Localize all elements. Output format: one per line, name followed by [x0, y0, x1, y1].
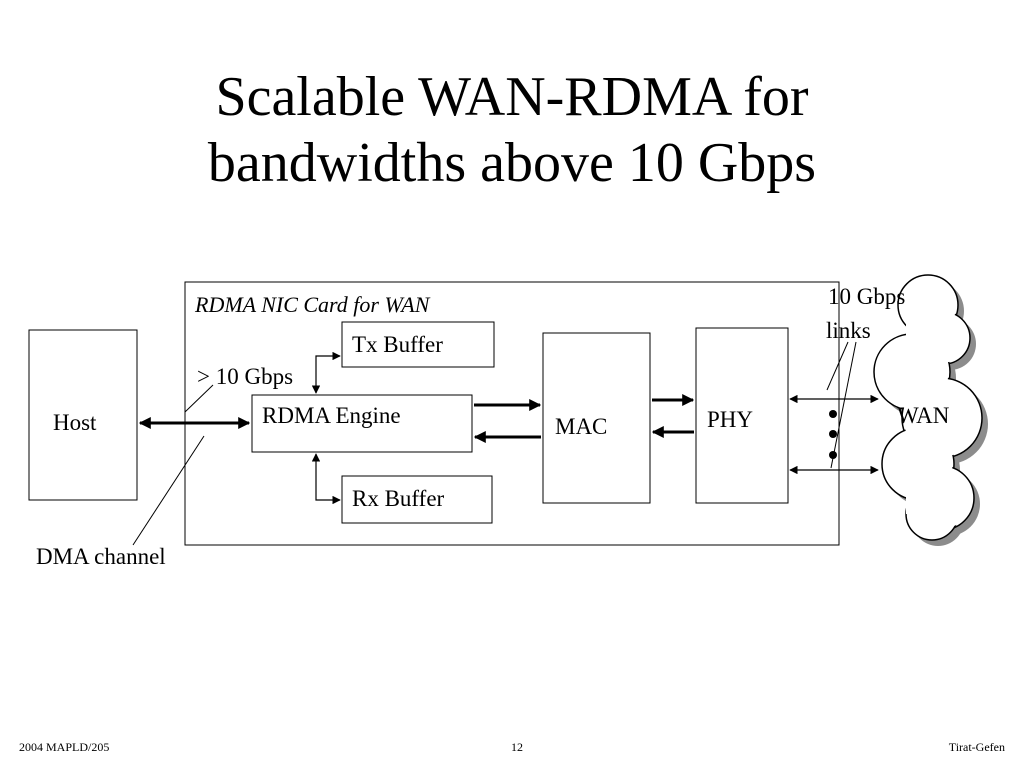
rx-buffer-label: Rx Buffer: [352, 486, 445, 511]
link-dot-3: [829, 451, 837, 459]
mac-box: [542, 332, 651, 504]
host-label: Host: [53, 410, 97, 435]
link-dot-2: [829, 430, 837, 438]
links-callout-line-1: [826, 341, 849, 391]
bandwidth-label: > 10 Gbps: [197, 364, 294, 389]
wan-label: WAN: [897, 403, 950, 428]
links-label-line-1: 10 Gbps: [828, 284, 906, 309]
engine-rx-connector: [311, 453, 341, 505]
phy-box: [695, 327, 789, 504]
links-callout-line-2: [830, 341, 857, 469]
rdma-engine-box: [251, 394, 473, 453]
wan-cloud: [873, 274, 988, 546]
link-dot-1: [829, 410, 837, 418]
tx-buffer-label: Tx Buffer: [352, 332, 443, 357]
dma-callout-line: [132, 435, 205, 546]
rx-buffer-box: [341, 475, 493, 524]
nic-card-box: [184, 281, 840, 546]
bandwidth-callout-line: [184, 384, 214, 413]
mac-label: MAC: [555, 414, 608, 439]
tx-buffer-box: [341, 321, 495, 368]
nic-card-label: RDMA NIC Card for WAN: [195, 292, 430, 317]
host-box: [28, 329, 138, 501]
phy-label: PHY: [707, 407, 754, 432]
footer-left: 2004 MAPLD/205: [19, 740, 110, 754]
rdma-engine-label: RDMA Engine: [262, 403, 401, 428]
slide-title-line-2: bandwidths above 10 Gbps: [207, 132, 817, 194]
footer-page-number: 12: [511, 740, 523, 754]
footer-right: Tirat-Gefen: [948, 740, 1005, 754]
dma-channel-label: DMA channel: [36, 544, 166, 569]
links-label-line-2: links: [826, 318, 871, 343]
engine-tx-connector: [311, 351, 341, 394]
slide-title-line-1: Scalable WAN-RDMA for: [215, 66, 809, 128]
slide-title: Scalable WAN-RDMA for bandwidths above 1…: [0, 64, 1024, 196]
